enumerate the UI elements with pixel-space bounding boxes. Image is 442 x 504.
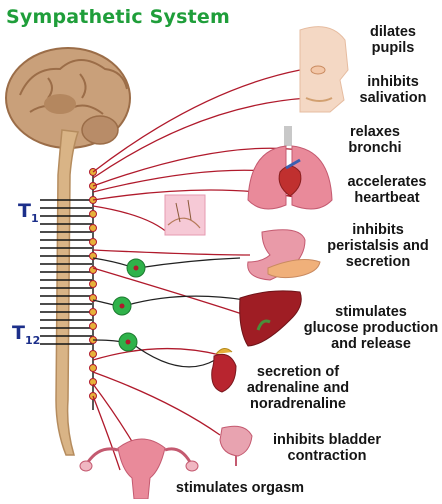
diagram-title: Sympathetic System <box>6 6 230 28</box>
liver-icon <box>240 291 302 346</box>
ganglion-icon <box>113 259 145 351</box>
spinal-cord <box>56 130 78 455</box>
skin-icon <box>165 195 205 235</box>
face-icon <box>300 27 348 112</box>
segment-label-t1: T1 <box>18 200 39 225</box>
effect-stimulates-orgasm: stimulates orgasm <box>160 480 320 496</box>
sympathetic-chain <box>90 168 97 410</box>
kidney-icon <box>212 348 236 392</box>
segment-label-t12: T12 <box>12 322 40 347</box>
bladder-icon <box>220 426 252 466</box>
